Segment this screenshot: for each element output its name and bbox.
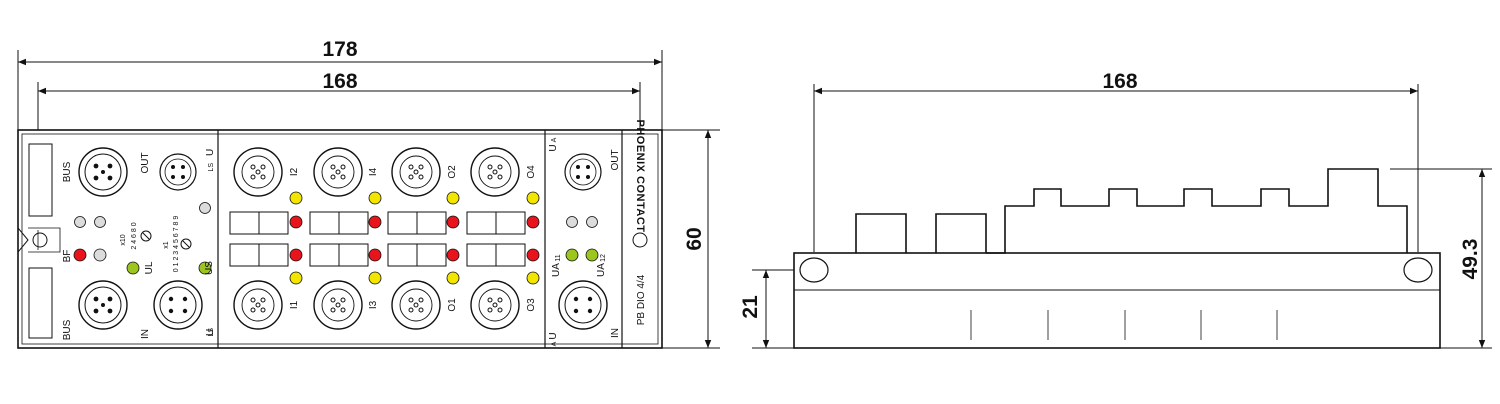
label-ua-top: U [548, 144, 559, 151]
dim-height: 60 [662, 129, 720, 349]
led-yellow [526, 271, 540, 285]
led-us [198, 261, 212, 275]
label-i3: I3 [368, 300, 379, 309]
led-yellow [289, 271, 303, 285]
model-label: PB DIO 4/4 [636, 274, 647, 325]
led-bf [73, 248, 87, 262]
label-bus-top: BUS [62, 161, 73, 182]
label-out-left: OUT [140, 152, 151, 173]
side-mounting-hole-left [799, 257, 829, 283]
led-red [368, 248, 382, 262]
led-yellow [526, 191, 540, 205]
led-ul [126, 261, 140, 275]
front-view: 178 168 60 [17, 38, 720, 349]
label-switch-digits-a: 2 4 6 8 0 [131, 222, 138, 249]
label-ua11: UA [551, 263, 562, 277]
label-i2: I2 [289, 167, 300, 176]
bus-in-connector [78, 280, 128, 330]
led-ua12 [585, 248, 599, 262]
led-red [289, 248, 303, 262]
led-red [368, 215, 382, 229]
uls-in-connector [153, 280, 203, 330]
led-grey [586, 216, 598, 228]
led-grey [566, 216, 578, 228]
uls-out-connector [159, 153, 197, 191]
mounting-hole-right [632, 232, 648, 248]
label-uls-bottom: U [205, 329, 216, 336]
led-yellow [446, 271, 460, 285]
label-ua12-sub: 12 [600, 254, 607, 262]
dim-mount-height: 21 [739, 269, 814, 349]
led-red [289, 215, 303, 229]
channel-o3 [470, 280, 520, 330]
label-ua-bottom-sub: A [551, 341, 558, 346]
channel-o4 [470, 147, 520, 197]
led-red [526, 215, 540, 229]
dim-overall-height: 49.3 [1390, 168, 1492, 349]
label-o2: O2 [447, 165, 458, 179]
dim-side-168-label: 168 [1102, 70, 1137, 93]
label-us: US [204, 261, 215, 275]
led-red [446, 248, 460, 262]
label-bf: BF [62, 250, 73, 263]
label-out-right: OUT [610, 149, 621, 170]
channel-o1 [391, 280, 441, 330]
label-o1: O1 [447, 298, 458, 312]
led-ua11 [565, 248, 579, 262]
label-uls-bottom-sub: LS [208, 328, 215, 337]
bus-out-connector [78, 147, 128, 197]
side-body [793, 168, 1441, 349]
label-x1: x1 [163, 241, 170, 249]
led-grey [93, 248, 107, 262]
label-switch-digits-b: 0 1 2 3 4 5 6 7 8 9 [173, 216, 180, 273]
label-i4: I4 [368, 167, 379, 176]
channel-i2 [233, 147, 283, 197]
led-grey [74, 216, 86, 228]
dim-168-label: 168 [322, 70, 357, 93]
label-ua12: UA [596, 263, 607, 277]
dim-overall-width: 178 [17, 38, 663, 130]
brand-logo: PHOENIX CONTACT [634, 119, 646, 232]
label-ua-top-sub: A [551, 137, 558, 142]
io-channels: I2 I4 O2 O4 I1 I3 O1 O3 [229, 147, 540, 330]
label-x10: x10 [120, 234, 127, 245]
label-uls-top: U [205, 149, 216, 156]
label-o3: O3 [526, 298, 537, 312]
label-ua11-sub: 11 [555, 254, 562, 261]
led-grey [94, 216, 106, 228]
channel-o2 [391, 147, 441, 197]
side-mounting-hole-right [1403, 257, 1433, 283]
led-grey [199, 202, 211, 214]
led-yellow [446, 191, 460, 205]
label-uls-top-sub: LS [208, 163, 215, 172]
led-yellow [289, 191, 303, 205]
mounting-hole-left [32, 232, 48, 248]
dim-side-width: 168 [813, 70, 1419, 252]
module-body [17, 129, 663, 349]
label-ul: UL [144, 261, 155, 274]
label-ua-bottom: U [548, 332, 559, 339]
label-in-right: IN [610, 328, 621, 338]
dim-49-3-label: 49.3 [1459, 239, 1482, 280]
led-red [526, 248, 540, 262]
label-bus-bottom: BUS [62, 319, 73, 340]
led-yellow [368, 191, 382, 205]
dim-60-label: 60 [683, 227, 706, 250]
channel-i3 [313, 280, 363, 330]
channel-i4 [313, 147, 363, 197]
dim-21-label: 21 [739, 295, 762, 319]
supply-section: U A OUT UA 11 UA 12 U A IN [548, 137, 621, 346]
address-switches: x10 x1 2 4 6 8 0 0 1 2 3 4 5 6 7 8 9 [120, 216, 192, 273]
channel-i1 [233, 280, 283, 330]
led-yellow [368, 271, 382, 285]
label-o4: O4 [526, 165, 537, 179]
label-i1: I1 [289, 300, 300, 309]
led-red [446, 215, 460, 229]
dim-178-label: 178 [322, 38, 357, 61]
side-view: 168 21 49.3 [739, 70, 1492, 349]
label-in-left: IN [140, 329, 151, 339]
